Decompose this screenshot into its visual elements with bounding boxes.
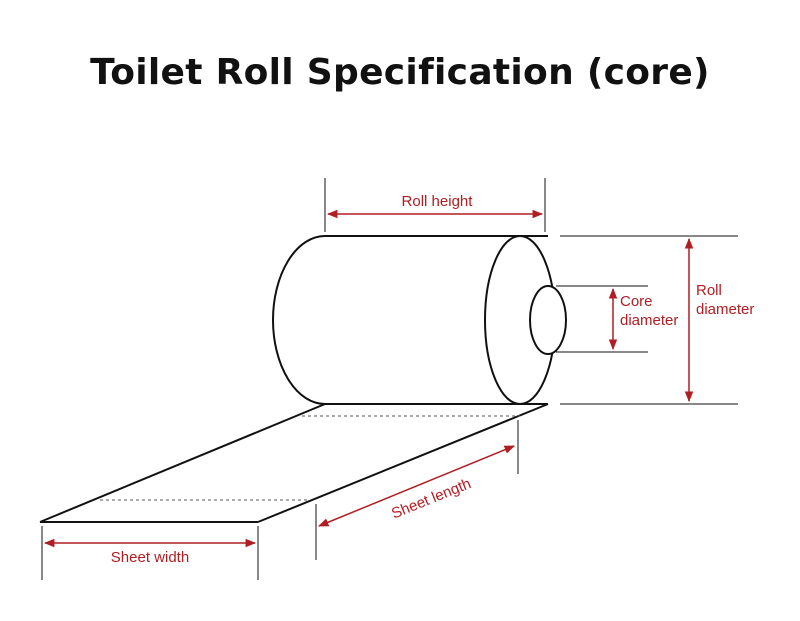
- sheet-length-label: Sheet length: [389, 475, 473, 522]
- roll-diameter-label-line2: diameter: [696, 301, 754, 318]
- dimension-labels: Roll height Roll diameter Core diameter …: [111, 193, 755, 566]
- core-hole: [529, 285, 567, 355]
- roll-body: [272, 235, 567, 405]
- sheet-width-label: Sheet width: [111, 549, 189, 566]
- sheet-left-edge: [39, 403, 326, 523]
- roll-diameter-label-line1: Roll: [696, 282, 722, 299]
- sheet-perforations: [100, 415, 520, 501]
- page-title: Toilet Roll Specification (core): [90, 52, 710, 93]
- core-diameter-label-line1: Core: [620, 293, 653, 310]
- sheet-length-arrow: [318, 445, 515, 527]
- core-diameter-label-line2: diameter: [620, 312, 678, 329]
- roll-height-label: Roll height: [402, 193, 474, 210]
- dimension-arrows: [43, 209, 694, 548]
- roll-back-arc: [272, 235, 326, 405]
- extension-lines: [41, 178, 738, 580]
